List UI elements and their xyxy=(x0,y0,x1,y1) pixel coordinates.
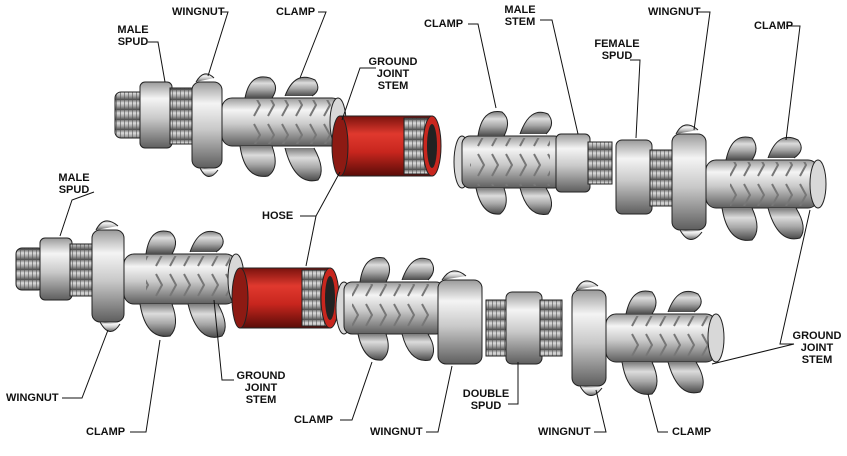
label-ground-joint-stem-top: GROUND JOINT STEM xyxy=(368,56,418,92)
label-ground-joint-stem-bottom: GROUND JOINT STEM xyxy=(236,370,286,406)
label-wingnut-top-right: WINGNUT xyxy=(648,6,701,18)
label-clamp-bottom-left: CLAMP xyxy=(86,426,126,438)
label-wingnut-bottom-right: WINGNUT xyxy=(538,426,591,438)
top-mid-assembly xyxy=(453,111,613,215)
leader-lines xyxy=(59,11,811,433)
label-clamp-top-left: CLAMP xyxy=(276,6,316,18)
bottom-right-assembly xyxy=(571,280,725,396)
label-male-stem-top: MALE STEM xyxy=(504,4,536,28)
label-ground-joint-stem-right: GROUND JOINT STEM xyxy=(792,330,842,366)
label-wingnut-bottom-mid: WINGNUT xyxy=(370,426,423,438)
label-clamp-top-mid: CLAMP xyxy=(424,18,464,30)
label-male-spud-left: MALE SPUD xyxy=(58,172,90,196)
bottom-hose xyxy=(231,267,340,329)
top-right-assembly xyxy=(615,124,827,241)
top-left-assembly xyxy=(114,73,347,182)
label-wingnut-bottom-left: WINGNUT xyxy=(6,392,59,404)
label-hose: HOSE xyxy=(262,210,294,222)
bottom-left-assembly xyxy=(15,220,245,338)
top-hose xyxy=(331,115,442,177)
label-male-spud-top: MALE SPUD xyxy=(117,24,149,48)
label-clamp-bottom-right: CLAMP xyxy=(672,426,712,438)
bottom-mid-assembly xyxy=(335,257,563,365)
label-female-spud-top: FEMALE SPUD xyxy=(594,38,640,62)
label-wingnut-top: WINGNUT xyxy=(172,6,225,18)
label-clamp-top-right: CLAMP xyxy=(754,20,794,32)
label-double-spud: DOUBLE SPUD xyxy=(462,388,510,412)
label-clamp-bottom-mid: CLAMP xyxy=(294,414,334,426)
